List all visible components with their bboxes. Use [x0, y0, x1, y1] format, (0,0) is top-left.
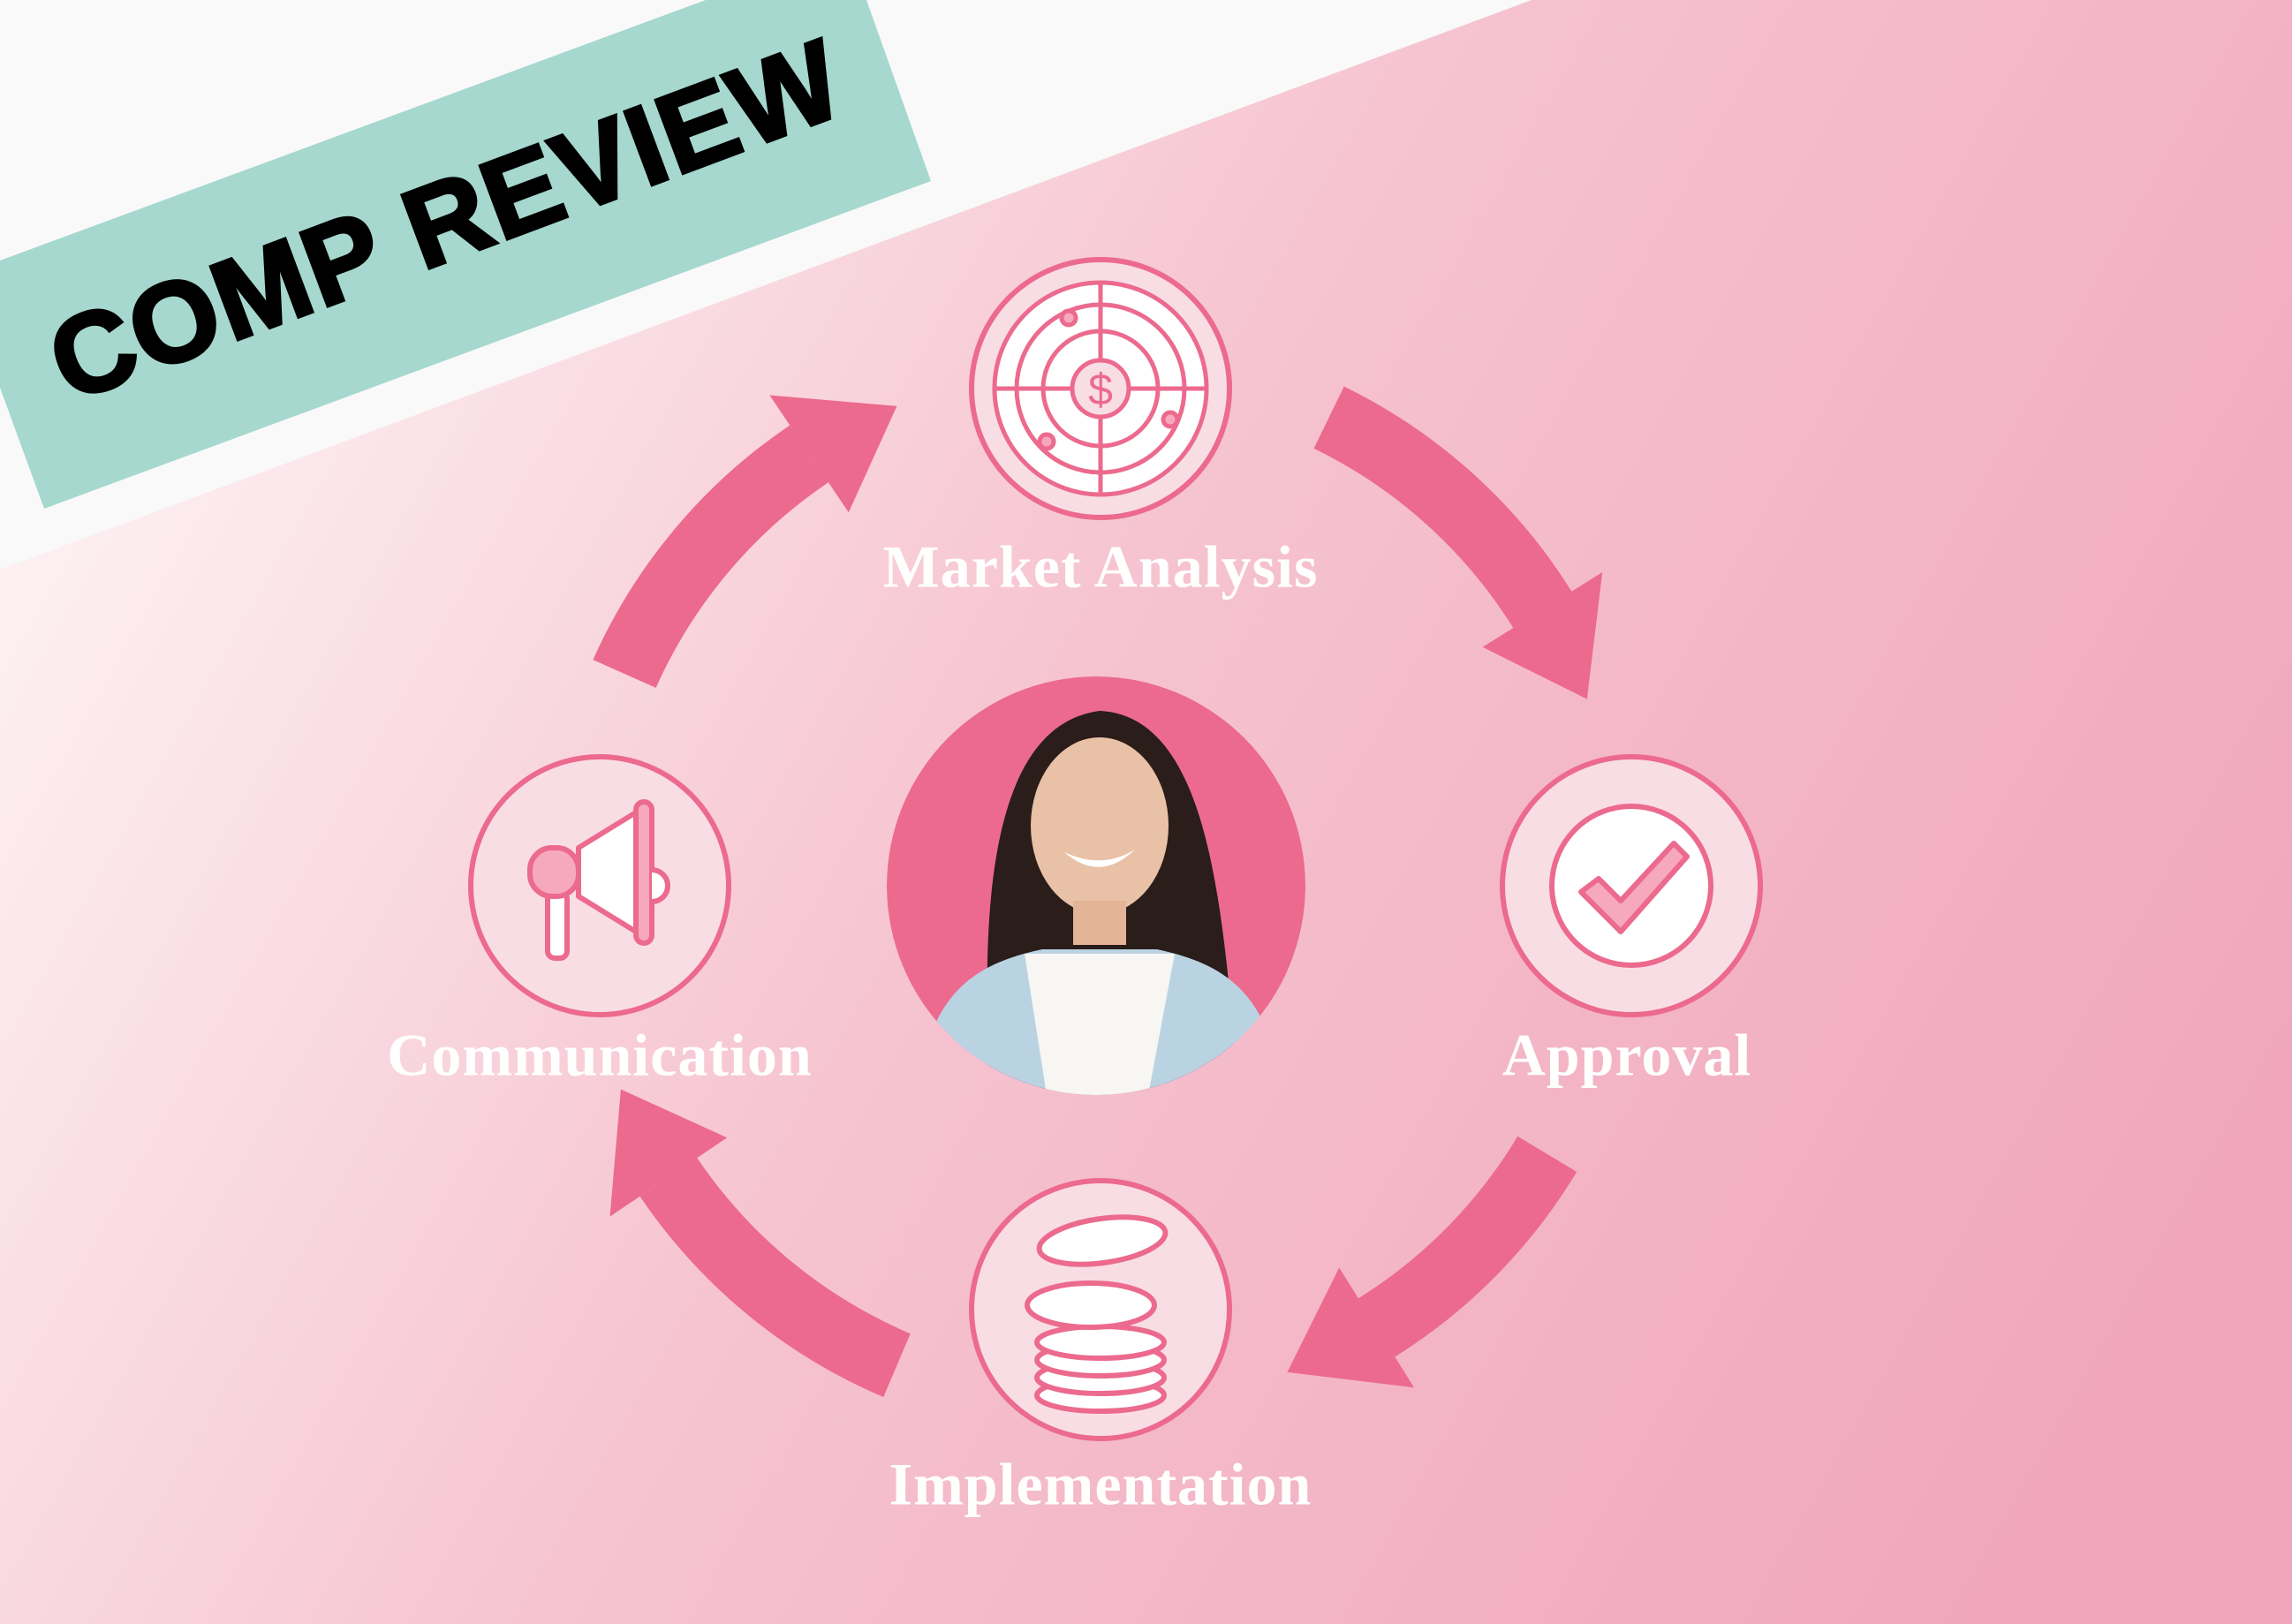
arrow-communication-to-market-head — [769, 395, 897, 513]
megaphone-icon — [468, 754, 731, 1017]
step-label-market-analysis: Market Analysis — [882, 533, 1319, 601]
title-banner — [0, 0, 931, 509]
portrait-photo — [887, 676, 1305, 1095]
arrow-approval-to-implementation-head — [1287, 1267, 1415, 1388]
step-label-implementation: Implementation — [889, 1450, 1312, 1518]
cycle-arrows — [593, 386, 1603, 1397]
coins-stack-icon — [969, 1178, 1232, 1441]
arrow-implementation-to-communication-shaft — [639, 1157, 912, 1397]
arrow-approval-to-implementation-shaft — [1358, 1136, 1577, 1357]
checkmark-icon — [1500, 754, 1763, 1017]
arrow-implementation-to-communication-head — [609, 1089, 728, 1217]
arrow-communication-to-market-shaft — [593, 425, 829, 689]
svg-text:$: $ — [1088, 365, 1113, 414]
arrow-market-to-approval-head — [1482, 571, 1603, 699]
step-label-approval: Approval — [1502, 1021, 1752, 1089]
step-label-communication: Communication — [387, 1021, 813, 1089]
target-dollar-icon: $ — [969, 257, 1232, 520]
arrow-market-to-approval-shaft — [1313, 386, 1572, 629]
